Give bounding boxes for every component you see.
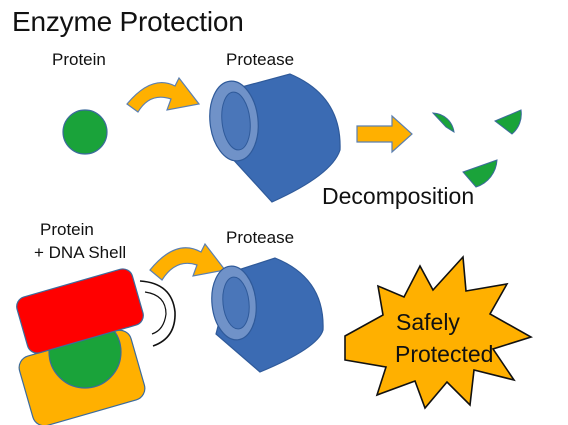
decomposition-label: Decomposition (322, 183, 475, 209)
protein-shell-label-line1: Protein (40, 220, 94, 239)
protein-circle (62, 109, 108, 155)
diagram-title: Enzyme Protection (12, 6, 244, 37)
curved-arrow-icon (126, 76, 201, 113)
curved-arrow-icon (149, 242, 227, 281)
protease-label-bottom: Protease (226, 228, 295, 247)
protein-fragment (462, 159, 498, 188)
protease-cylinder (209, 73, 341, 203)
protein-fragment (431, 112, 455, 133)
protein-shell-label-line2: + DNA Shell (34, 243, 127, 262)
dna-shell-outline (144, 291, 167, 335)
protease-label: Protease (226, 50, 295, 69)
protein-label: Protein (52, 50, 106, 69)
right-arrow-icon (356, 114, 413, 154)
explosion-star (344, 255, 534, 410)
protected-label: Protected (395, 341, 494, 367)
protease-cylinder (211, 257, 324, 373)
protein-fragment (494, 109, 522, 135)
dna-shell-outline (139, 280, 176, 347)
safely-label: Safely (396, 309, 460, 335)
dna-shell-block (16, 268, 144, 354)
